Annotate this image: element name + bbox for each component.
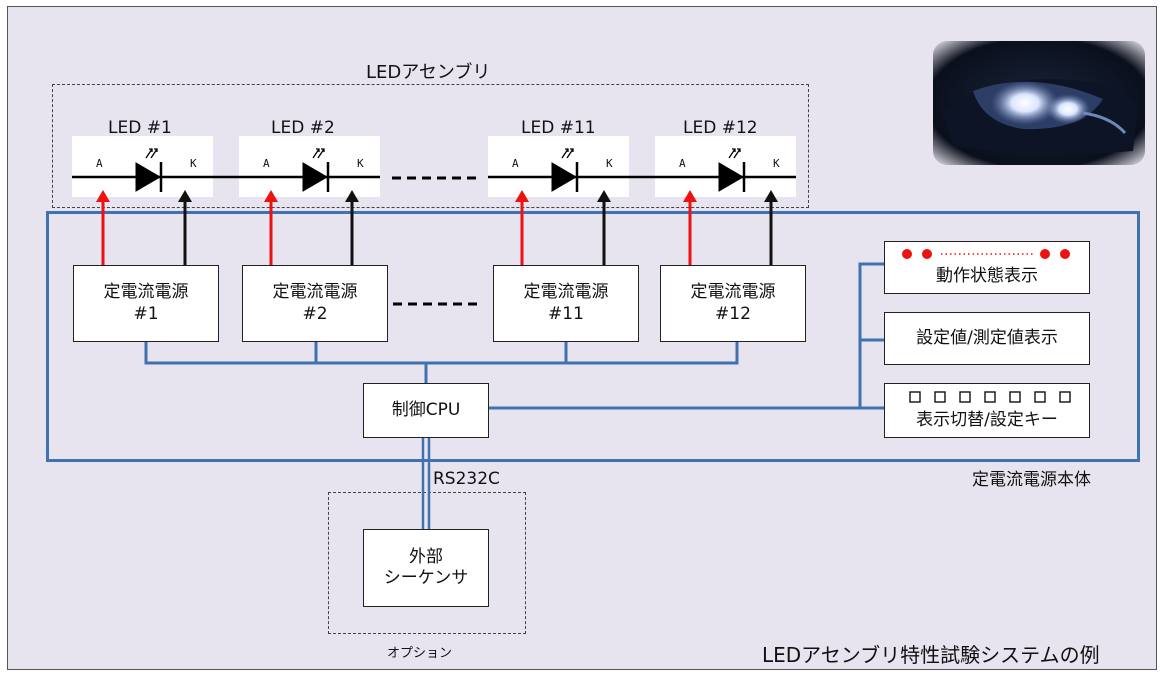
external-sequencer: 外部 シーケンサ: [363, 529, 489, 607]
current-source-number: #2: [302, 303, 328, 324]
power-supply-body-label: 定電流電源本体: [972, 470, 1091, 490]
control-cpu-label: 制御CPU: [391, 399, 461, 420]
led-label-1: LED #1: [108, 118, 172, 138]
anode-label-11: A: [512, 157, 519, 170]
current-source-number: #11: [548, 303, 584, 324]
current-source-number: #12: [715, 303, 751, 324]
value-display: 設定値/測定値表示: [884, 312, 1090, 365]
current-source-title: 定電流電源: [690, 282, 776, 303]
key-panel-label: 表示切替/設定キー: [916, 409, 1058, 430]
cathode-label-11: K: [606, 157, 613, 170]
headlight-photo: [933, 41, 1145, 165]
led-assembly-label: LEDアセンブリ: [366, 62, 491, 83]
control-cpu: 制御CPU: [363, 383, 489, 438]
current-source-11: 定電流電源 #11: [493, 265, 639, 342]
rs232c-label: RS232C: [433, 469, 500, 489]
sequencer-line2: シーケンサ: [383, 568, 469, 588]
value-display-label: 設定値/測定値表示: [916, 327, 1058, 348]
status-display: 動作状態表示: [884, 241, 1090, 294]
anode-label-12: A: [679, 157, 686, 170]
anode-arrow: [96, 190, 697, 265]
cathode-label-12: K: [773, 157, 780, 170]
led-diode-icon: [135, 162, 746, 192]
key-panel: 表示切替/設定キー: [884, 383, 1090, 438]
status-display-label: 動作状態表示: [936, 265, 1038, 286]
current-source-title: 定電流電源: [103, 282, 189, 303]
anode-label-1: A: [96, 157, 103, 170]
led-label-12: LED #12: [683, 118, 758, 138]
current-source-title: 定電流電源: [523, 282, 609, 303]
cathode-label-2: K: [357, 157, 364, 170]
current-source-number: #1: [133, 303, 159, 324]
anode-label-2: A: [263, 157, 270, 170]
option-label: オプション: [387, 646, 453, 661]
cathode-arrow: [178, 190, 778, 265]
status-led-dots: [902, 249, 1070, 259]
led-label-11: LED #11: [521, 118, 596, 138]
rs232c-cable: [421, 438, 431, 529]
led-label-2: LED #2: [271, 118, 335, 138]
current-source-2: 定電流電源 #2: [242, 265, 388, 342]
light-emission-icon: [145, 148, 741, 159]
current-source-12: 定電流電源 #12: [660, 265, 806, 342]
diagram-caption: LEDアセンブリ特性試験システムの例: [762, 643, 1100, 667]
cathode-label-1: K: [190, 157, 197, 170]
sequencer-line1: 外部: [409, 546, 443, 567]
key-buttons-icon: [909, 391, 1071, 403]
option-group: [328, 492, 526, 634]
power-supply-body: [46, 211, 1140, 462]
control-bus: [144, 262, 884, 410]
current-source-title: 定電流電源: [272, 282, 358, 303]
current-source-1: 定電流電源 #1: [73, 265, 219, 342]
led-assembly-group: [52, 84, 809, 208]
